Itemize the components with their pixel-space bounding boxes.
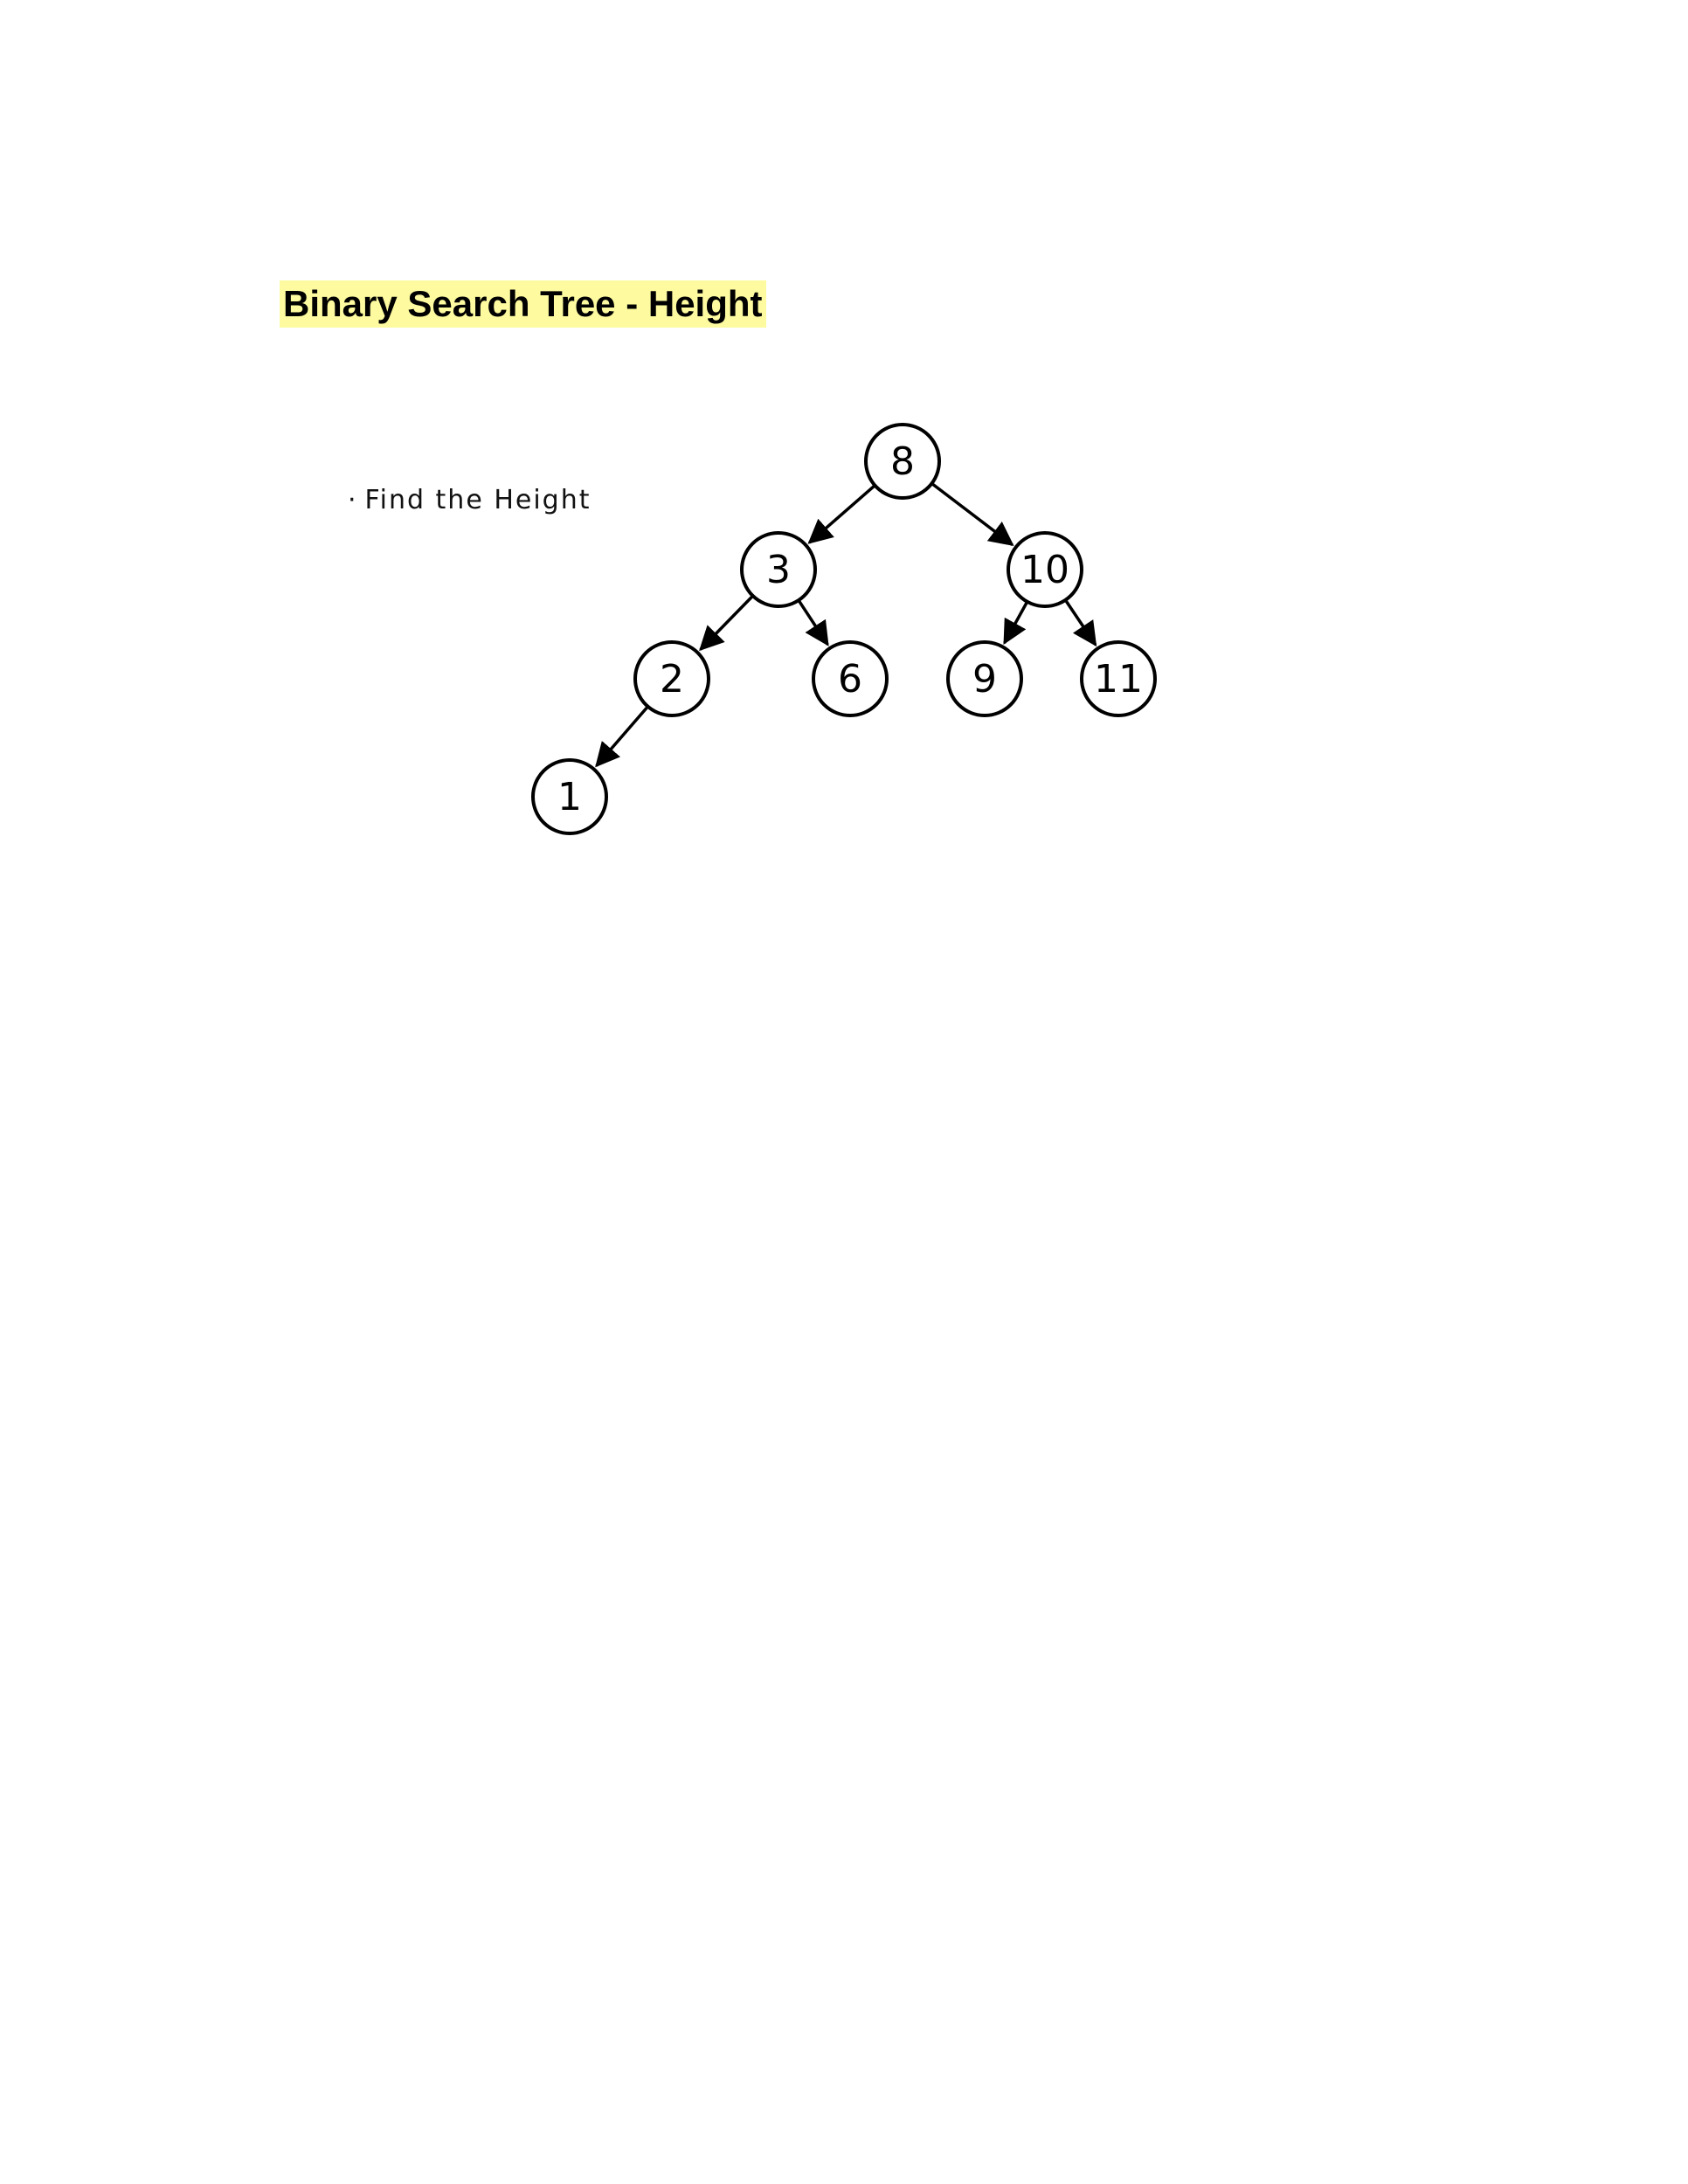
tree-node-8: 8: [864, 423, 941, 500]
tree-node-2: 2: [633, 640, 710, 717]
node-circle: [1080, 640, 1157, 717]
node-circle: [531, 758, 608, 835]
node-label: 11: [1094, 657, 1143, 702]
edge-n10-n9: [1003, 601, 1028, 646]
node-circle: [946, 640, 1023, 717]
edge-n3-n2: [699, 595, 754, 652]
edge-n8-n10: [931, 482, 1014, 547]
node-label: 8: [890, 439, 915, 484]
node-circle: [633, 640, 710, 717]
edge-n10-n11: [1064, 599, 1097, 647]
edges-layer: [595, 482, 1097, 768]
node-label: 1: [557, 775, 582, 819]
node-label: 9: [972, 657, 997, 702]
note-bullet: ·: [348, 485, 358, 515]
node-label: 3: [766, 548, 791, 592]
node-circle: [1007, 531, 1083, 608]
node-label: 6: [838, 657, 862, 702]
edge-n3-n6: [798, 600, 829, 646]
node-label: 2: [660, 657, 684, 702]
tree-node-10: 10: [1007, 531, 1083, 608]
tree-node-3: 3: [740, 531, 817, 608]
edge-n2-n1: [595, 706, 648, 768]
tree-node-1: 1: [531, 758, 608, 835]
tree-node-9: 9: [946, 640, 1023, 717]
node-circle: [812, 640, 889, 717]
note-text: Find the Height: [364, 485, 591, 515]
node-label: 10: [1020, 548, 1069, 592]
page-title: Binary Search Tree - Height: [280, 280, 766, 328]
tree-node-11: 11: [1080, 640, 1157, 717]
note-find-height: ·Find the Height: [348, 485, 591, 515]
edge-n8-n3: [807, 485, 875, 544]
node-circle: [864, 423, 941, 500]
node-circle: [740, 531, 817, 608]
tree-node-6: 6: [812, 640, 889, 717]
